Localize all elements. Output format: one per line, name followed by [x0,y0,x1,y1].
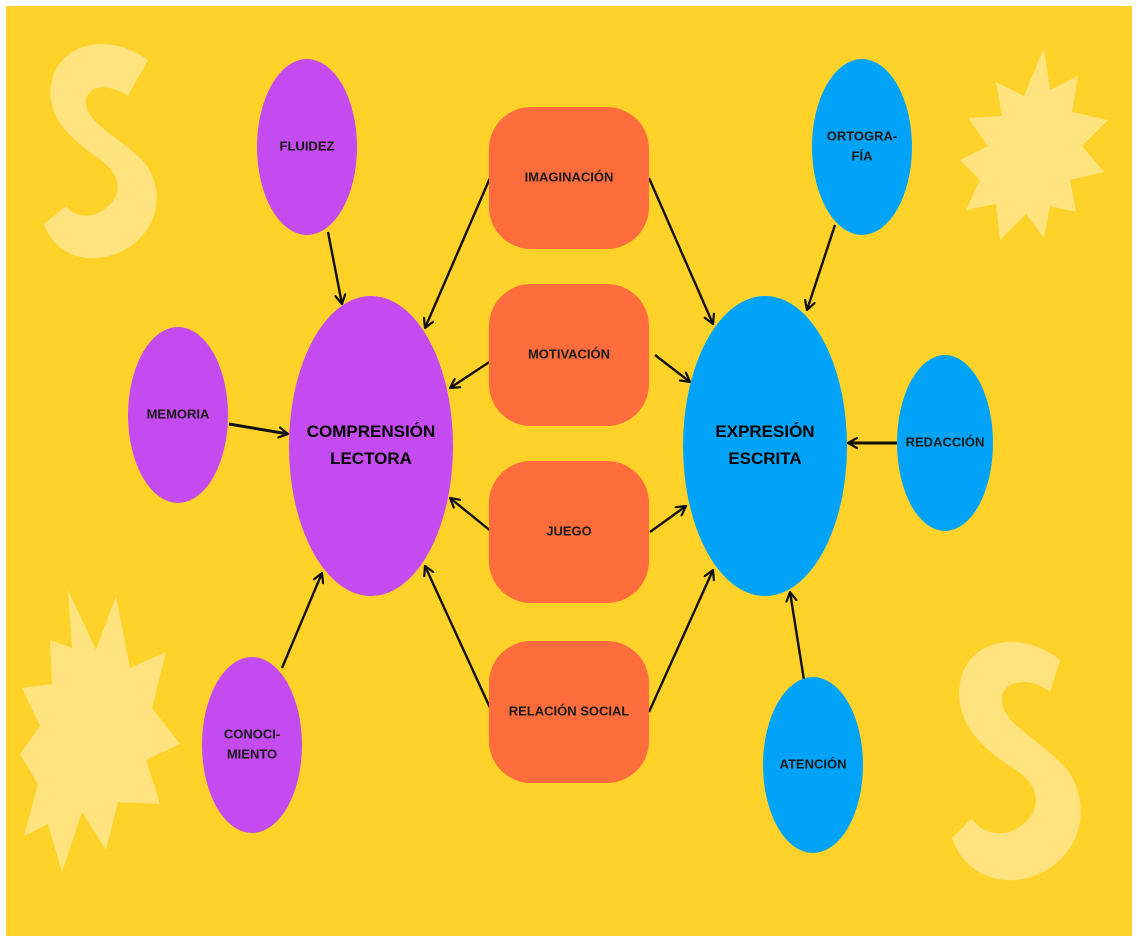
node-label: MIENTO [227,747,277,762]
arrow-memoria-to-comprension_lectora [228,422,288,434]
node-shape [897,355,993,531]
arrow-relacion_social-to-comprension_lectora [425,566,494,713]
node-fluidez: FLUIDEZ [257,59,357,235]
node-label: FÍA [852,149,874,164]
node-expresion-escrita: EXPRESIÓN ESCRITA [683,296,847,596]
node-shape [763,677,863,853]
s-shape-decoration [952,641,1081,881]
connection-arrows [228,177,897,713]
arrow-imaginacion-to-expresion_escrita [647,177,713,324]
arrow-atencion-to-expresion_escrita [790,592,806,681]
node-label: JUEGO [546,523,592,538]
node-comprension-lectora: COMPRENSIÓN LECTORA [289,296,453,596]
node-juego: JUEGO [489,461,649,603]
arrow-ortografia-to-expresion_escrita [807,224,837,310]
arrow-conocimiento-to-comprension_lectora [280,573,322,669]
star-decoration [960,48,1108,240]
arrow-motivacion-to-expresion_escrita [654,354,690,382]
node-label: IMAGINACIÓN [525,169,614,184]
node-shape [489,641,649,783]
node-label: ESCRITA [728,449,801,468]
node-label: CONOCI- [224,726,280,741]
node-label: COMPRENSIÓN [307,422,435,441]
node-label: MEMORIA [147,406,210,421]
node-shape [812,59,912,235]
star-decoration [20,590,180,872]
node-redaccion: REDACCIÓN [897,355,993,531]
node-shape [683,296,847,596]
node-shape [128,327,228,503]
node-memoria: MEMORIA [128,327,228,503]
node-label: ORTOGRA- [827,128,898,143]
arrow-fluidez-to-comprension_lectora [326,231,342,304]
node-label: ATENCIÓN [780,756,847,771]
node-shape [202,657,302,833]
node-label: REDACCIÓN [906,434,985,449]
node-shape [489,461,649,603]
arrow-juego-to-comprension_lectora [450,498,493,533]
node-ortografia: ORTOGRA- FÍA [812,59,912,235]
node-shape [289,296,453,596]
node-label: EXPRESIÓN [715,422,814,441]
node-shape [489,284,649,426]
node-conocimiento: CONOCI- MIENTO [202,657,302,833]
node-label: MOTIVACIÓN [528,346,610,361]
node-label: FLUIDEZ [280,138,335,153]
arrow-imaginacion-to-comprension_lectora [425,177,492,328]
s-shape-decoration [44,43,157,259]
node-shape [489,107,649,249]
node-label: LECTORA [330,449,412,468]
node-atencion: ATENCIÓN [763,677,863,853]
node-shape [257,59,357,235]
decorations [20,43,1108,881]
arrow-juego-to-expresion_escrita [649,506,686,533]
node-imaginacion: IMAGINACIÓN [489,107,649,249]
node-relacion-social: RELACIÓN SOCIAL [489,641,649,783]
node-label: RELACIÓN SOCIAL [509,703,630,718]
arrow-relacion_social-to-expresion_escrita [647,570,713,713]
node-motivacion: MOTIVACIÓN [489,284,649,426]
nodes: COMPRENSIÓN LECTORA EXPRESIÓN ESCRITA FLUIDE… [128,59,993,853]
